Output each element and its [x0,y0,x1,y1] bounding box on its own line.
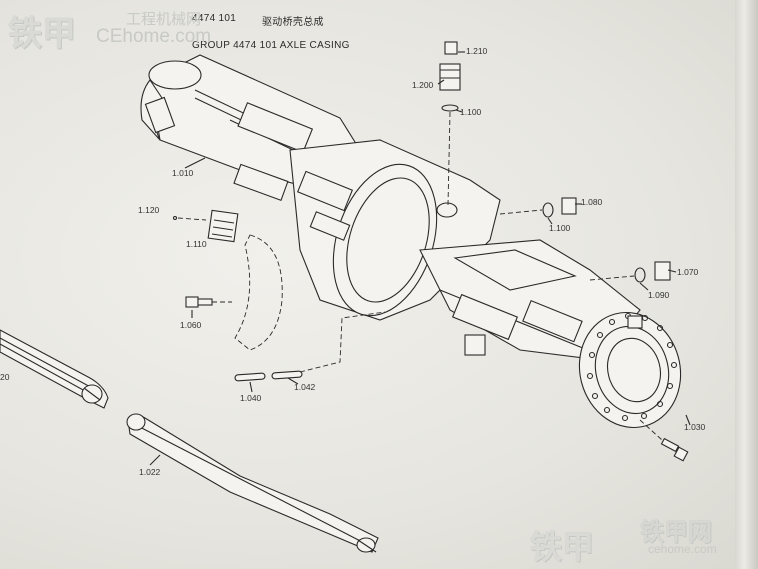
watermark-top-domain: CEhome.com [96,26,212,47]
part-label-1022: 1.022 [139,467,161,477]
bolt-1030 [639,419,689,462]
watermark-bottom-logo: 铁甲 [530,529,595,565]
part-label-1080: 1.080 [581,197,603,207]
part-label-1200: 1.200 [412,80,434,90]
plug-1080 [499,197,577,218]
leader-1040 [249,381,253,393]
part-label-1110: 1.110 [186,239,207,249]
watermark-bottom-domain: cehome.com [648,542,717,556]
plug-1070 [589,261,671,283]
header-code: 4474 101 [192,13,237,24]
part-label-1120: 1.120 [138,205,160,215]
leader-1042 [287,377,299,385]
part-label-1010: 1.010 [172,168,194,178]
watermark-bottom-cn: 铁甲网 [640,519,712,546]
leader-1070 [667,269,677,273]
breather-assembly [439,41,461,206]
axle-housing [140,54,682,429]
leader-1100b [547,217,553,225]
header-group-title: GROUP 4474 101 AXLE CASING [192,40,350,51]
part-label-1100b: 1.100 [549,223,571,233]
watermark-top-logo: 铁甲 [8,15,76,53]
leader-1090 [639,282,649,291]
leader-1200 [437,79,445,85]
bolt-1060 [185,296,232,308]
part-label-1070: 1.070 [677,267,699,277]
part-label-1210: 1.210 [466,46,488,56]
leader-1022 [149,454,161,466]
part-label-1040: 1.040 [240,393,262,403]
header-chinese-title: 驱动桥壳总成 [262,17,324,28]
leader-1010 [184,157,206,169]
part-label-1090: 1.090 [648,290,670,300]
part-label-20: 20 [0,372,10,382]
leader-1030 [685,414,691,426]
part-label-1042: 1.042 [294,382,316,392]
part-label-1100a: 1.100 [460,107,482,117]
part-label-1060: 1.060 [180,320,202,330]
half-shaft-upper [0,329,109,409]
nameplate-1110 [172,209,239,243]
gasket-outline [234,234,283,351]
part-label-1030: 1.030 [684,422,706,432]
page-binding-edge [735,0,758,569]
half-shaft-lower [126,413,379,553]
leader-1100a [455,109,463,113]
pins-1040-1042 [234,311,386,382]
watermark-top-cn: 工程机械网 [126,11,202,28]
